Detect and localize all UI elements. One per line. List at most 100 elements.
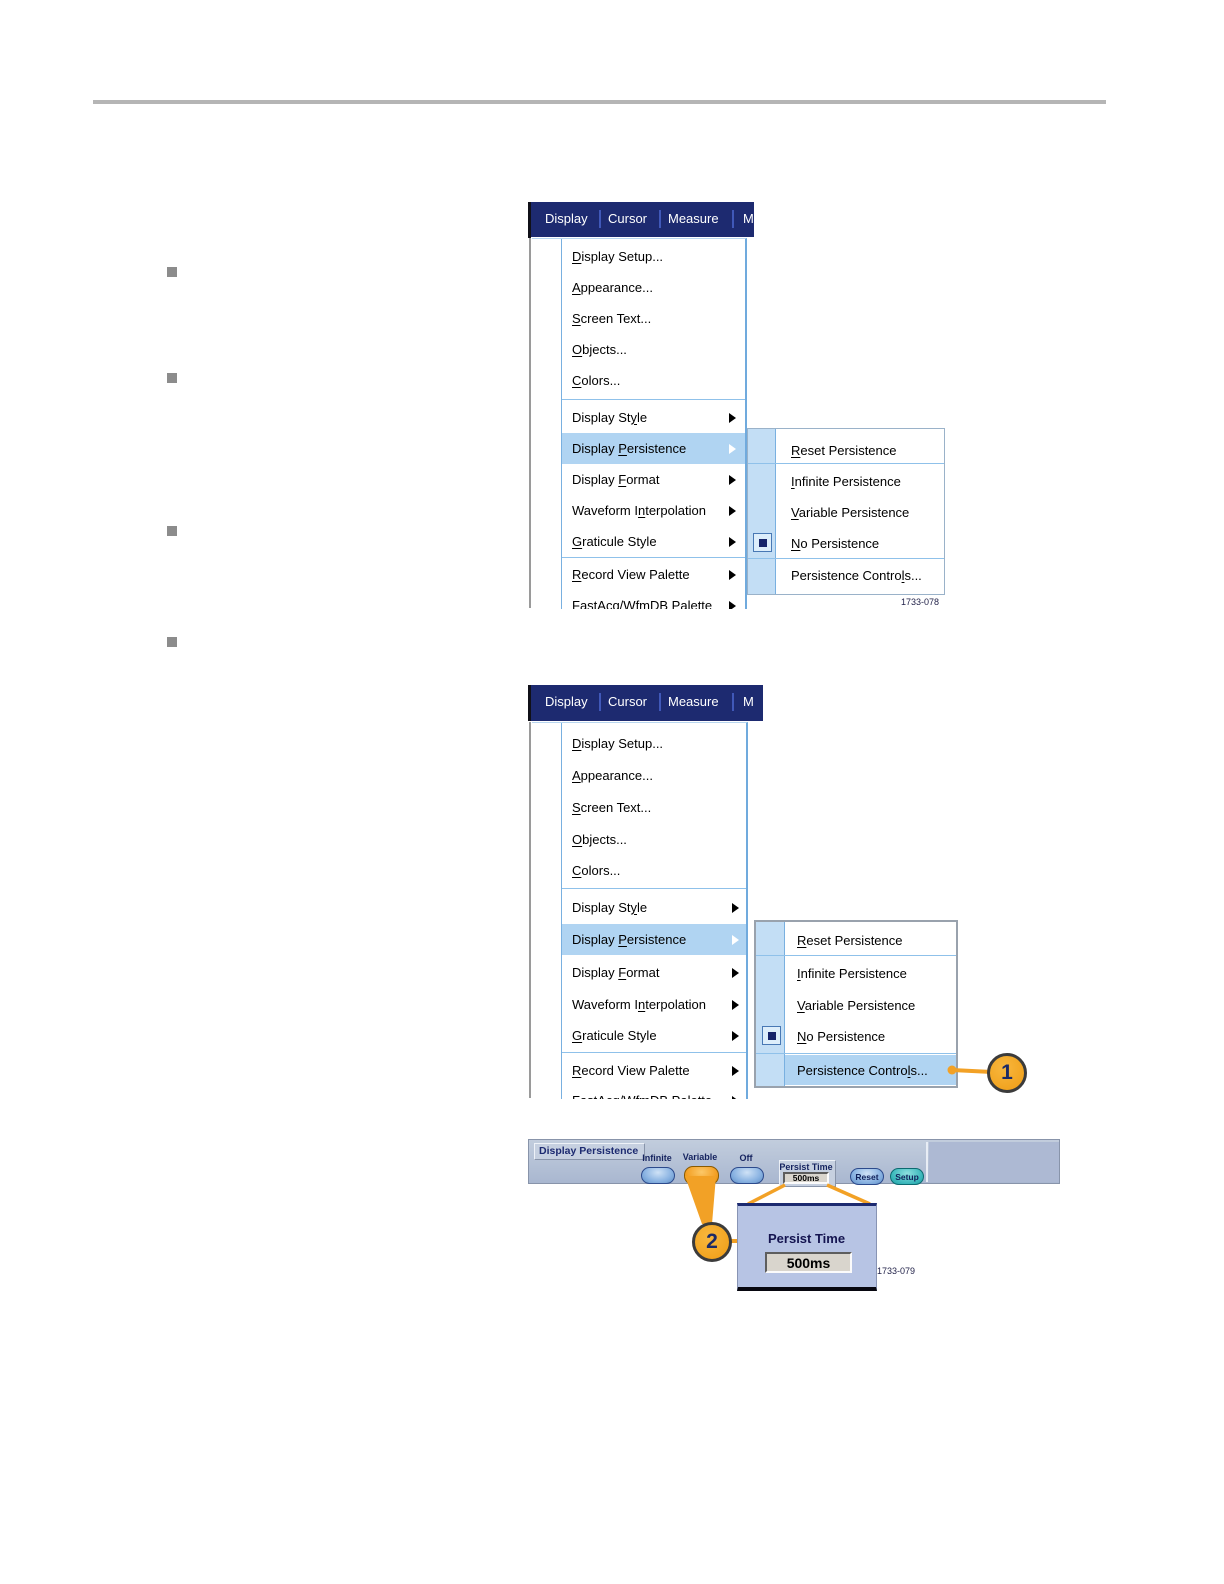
- off-button[interactable]: [730, 1167, 764, 1184]
- menu-item-waveform-interpolation[interactable]: Waveform Interpolation: [562, 495, 745, 526]
- list-bullet: [167, 267, 177, 277]
- menu-item-objects[interactable]: Objects...: [562, 334, 745, 365]
- label-part: O: [572, 832, 583, 847]
- menu-item-label: Record View Palette: [562, 567, 690, 582]
- menu-bar-item-cursor[interactable]: Cursor: [608, 211, 648, 226]
- menu-separator: [562, 557, 745, 558]
- menu-item-screen-text[interactable]: Screen Text...: [562, 303, 745, 334]
- menu-item-display-format[interactable]: Display Format: [562, 957, 746, 988]
- menu-bar-item-clipped[interactable]: M: [743, 694, 754, 709]
- menu-bar-item-measure[interactable]: Measure: [668, 211, 719, 226]
- infinite-button-label: Infinite: [642, 1153, 672, 1163]
- menu-bar-item-display[interactable]: Display: [545, 694, 588, 709]
- menu-item-appearance[interactable]: Appearance...: [562, 272, 745, 303]
- submenu-item-label: Variable Persistence: [785, 998, 915, 1013]
- label-part: terpolation: [645, 997, 706, 1012]
- submenu-item-reset-persistence[interactable]: Reset Persistence: [785, 925, 956, 955]
- menu-item-display-setup[interactable]: Display Setup...: [562, 728, 746, 759]
- infinite-button[interactable]: [641, 1167, 675, 1184]
- label-part: ormat: [626, 965, 660, 980]
- menu-item-display-style[interactable]: Display Style: [562, 892, 746, 923]
- setup-button[interactable]: Setup: [890, 1168, 924, 1185]
- submenu-item-variable-persistence[interactable]: Variable Persistence: [785, 990, 956, 1020]
- menu-item-waveform-interpolation[interactable]: Waveform Interpolation: [562, 989, 746, 1020]
- submenu-arrow-icon: [729, 600, 736, 609]
- menu-item-fastacq-palette[interactable]: FastAcq/WfmDB Palette: [562, 590, 745, 609]
- menu-bar-item-clipped[interactable]: M: [743, 211, 754, 226]
- submenu-item-label: Reset Persistence: [785, 933, 903, 948]
- submenu-item-no-persistence[interactable]: No Persistence: [776, 528, 944, 558]
- menu-item-colors[interactable]: Colors...: [562, 365, 745, 396]
- label-part: R: [797, 932, 807, 948]
- label-part: N: [791, 535, 801, 551]
- menubar-separator: [599, 210, 601, 228]
- submenu-separator: [756, 1053, 956, 1054]
- menu-item-display-setup[interactable]: Display Setup...: [562, 241, 745, 272]
- menu-item-label: FastAcq/WfmDB Palette: [562, 598, 712, 609]
- menubar-separator: [599, 693, 601, 711]
- label-part: ormat: [626, 472, 660, 487]
- menu-item-display-persistence[interactable]: Display Persistence: [562, 433, 745, 464]
- menu-item-objects[interactable]: Objects...: [562, 824, 746, 855]
- submenu-item-no-persistence[interactable]: No Persistence: [785, 1021, 956, 1051]
- list-bullet: [167, 637, 177, 647]
- submenu-item-infinite-persistence[interactable]: Infinite Persistence: [785, 958, 956, 988]
- label-part: y: [630, 900, 638, 915]
- label-part: l: [907, 1062, 911, 1078]
- menu-item-label: Waveform Interpolation: [562, 997, 706, 1012]
- submenu-item-label: No Persistence: [785, 1029, 885, 1044]
- variable-button[interactable]: [684, 1166, 719, 1185]
- menu-item-colors[interactable]: Colors...: [562, 855, 746, 886]
- label-part: V: [791, 504, 799, 520]
- label-part: ariable Persistence: [804, 997, 916, 1013]
- submenu-item-persistence-controls[interactable]: Persistence Controls...: [776, 560, 944, 590]
- menu-item-label: Screen Text...: [562, 311, 651, 326]
- menu-bar-item-cursor[interactable]: Cursor: [608, 694, 648, 709]
- label-part: ecord View Palette: [581, 567, 690, 582]
- label-part: ersistence: [626, 932, 687, 947]
- menu-item-label: Display Style: [562, 900, 647, 915]
- display-menu-dropdown: Display Setup... Appearance... Screen Te…: [532, 238, 747, 609]
- window-edge: [528, 202, 531, 238]
- menu-item-graticule-style[interactable]: Graticule Style: [562, 1020, 746, 1051]
- checkmark-square-icon: [767, 1031, 776, 1040]
- label-part: olors...: [581, 863, 621, 878]
- persist-time-field[interactable]: 500ms: [783, 1172, 829, 1184]
- submenu-item-variable-persistence[interactable]: Variable Persistence: [776, 497, 944, 527]
- menu-separator: [562, 1052, 746, 1053]
- menu-item-label: Display Persistence: [562, 441, 686, 456]
- window-edge: [529, 722, 531, 1098]
- label-part: isplay Setup...: [581, 249, 664, 264]
- inset-persist-time-field[interactable]: 500ms: [765, 1252, 852, 1273]
- submenu-arrow-icon: [732, 934, 739, 945]
- display-persistence-toolbar: Display Persistence Infinite Variable Of…: [528, 1139, 1060, 1187]
- display-menu-dropdown: Display Setup... Appearance... Screen Te…: [532, 722, 748, 1099]
- menu-item-graticule-style[interactable]: Graticule Style: [562, 526, 745, 557]
- menu-item-label: Waveform Interpolation: [562, 503, 706, 518]
- menu-item-label: Screen Text...: [562, 800, 651, 815]
- menu-item-fastacq-palette[interactable]: FastAcq/WfmDB Palette: [562, 1085, 746, 1099]
- menu-item-display-format[interactable]: Display Format: [562, 464, 745, 495]
- menu-bar-item-measure[interactable]: Measure: [668, 694, 719, 709]
- label-part: ppearance...: [580, 280, 653, 295]
- label-part: n: [637, 997, 646, 1012]
- toolbar-title: Display Persistence: [534, 1143, 646, 1160]
- label-part: le: [637, 410, 648, 425]
- submenu-gutter-line: [784, 922, 785, 1086]
- submenu-arrow-icon: [732, 999, 739, 1010]
- menu-item-record-view-palette[interactable]: Record View Palette: [562, 559, 745, 590]
- menu-item-screen-text[interactable]: Screen Text...: [562, 792, 746, 823]
- menu-item-display-persistence[interactable]: Display Persistence: [562, 924, 746, 955]
- reset-button[interactable]: Reset: [850, 1168, 884, 1185]
- menu-bar-item-display[interactable]: Display: [545, 211, 588, 226]
- label-part: D: [572, 736, 582, 751]
- submenu-item-persistence-controls[interactable]: Persistence Controls...: [785, 1055, 956, 1085]
- menu-item-display-style[interactable]: Display Style: [562, 402, 745, 433]
- label-part: G: [572, 1028, 583, 1043]
- menu-item-appearance[interactable]: Appearance...: [562, 760, 746, 791]
- label-part: Waveform I: [572, 503, 638, 518]
- submenu-item-infinite-persistence[interactable]: Infinite Persistence: [776, 466, 944, 496]
- label-part: I: [797, 965, 801, 981]
- submenu-item-reset-persistence[interactable]: Reset Persistence: [776, 435, 944, 465]
- menu-item-record-view-palette[interactable]: Record View Palette: [562, 1055, 746, 1086]
